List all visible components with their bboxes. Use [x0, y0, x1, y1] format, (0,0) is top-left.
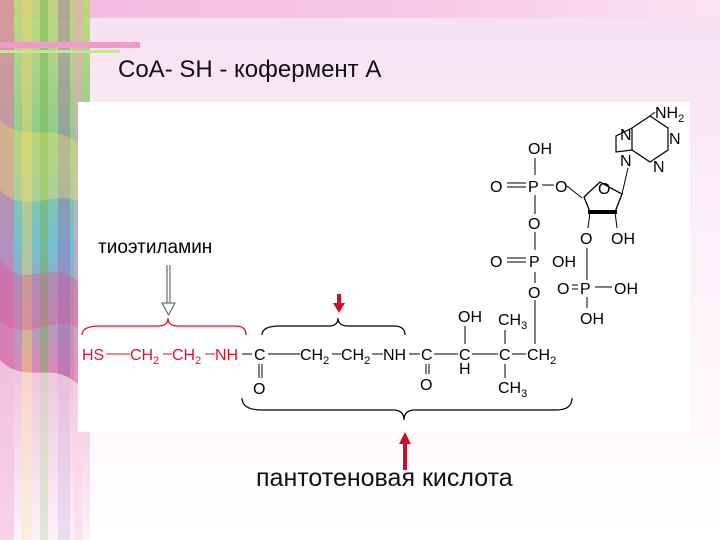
- atom-oh: OH: [614, 281, 638, 298]
- slide-title: CoA- SH - кофермент А: [118, 56, 382, 83]
- atom-ch2: CH2: [300, 347, 329, 367]
- atom-ch2: CH2: [172, 347, 201, 367]
- thio-arrow-head: [161, 302, 176, 317]
- atom-o: O: [528, 285, 540, 302]
- diagram-panel: [78, 102, 690, 432]
- red-arrow-head: [333, 303, 345, 313]
- atom-ch3: CH3: [498, 380, 527, 400]
- bond: [614, 211, 618, 229]
- main-chain: HS CH2 CH2 NH C O CH2 CH2 NH C O C H OH …: [82, 300, 556, 400]
- thioethylamine-brace: [81, 317, 247, 336]
- atom-o: O: [490, 179, 502, 196]
- atom-p: P: [580, 281, 591, 298]
- atom-c: C: [254, 347, 266, 364]
- atom-ch2: CH2: [341, 347, 370, 367]
- pantothenic-arrow-head: [399, 432, 411, 444]
- decor-bar: [0, 42, 140, 48]
- label-thioethylamine: тиоэтиламин: [98, 237, 212, 258]
- atom-n: N: [620, 127, 632, 144]
- atom-p: P: [529, 254, 540, 271]
- atom-o: O: [555, 179, 567, 196]
- atom-oh: OH: [552, 254, 576, 271]
- atom-oh: OH: [528, 141, 552, 158]
- atom-nh: NH: [383, 347, 406, 364]
- pantothenic-acid-brace: [241, 397, 573, 421]
- atom-c: C: [459, 347, 471, 364]
- atom-ch3: CH3: [498, 312, 527, 332]
- atom-c: C: [499, 347, 511, 364]
- label-pantothenic-acid: пантотеновая кислота: [256, 464, 513, 492]
- bond: [587, 211, 591, 229]
- decorative-side-strip: [0, 0, 90, 540]
- atom-n: N: [669, 131, 681, 148]
- bond: [621, 167, 629, 195]
- atom-o: O: [580, 231, 592, 248]
- atom-o: O: [598, 181, 610, 198]
- atom-oh: OH: [580, 311, 604, 328]
- bond: [649, 111, 656, 117]
- atom-nh2: NH2: [655, 105, 684, 125]
- adenine-six-ring: [631, 115, 669, 163]
- atom-ch2: CH2: [527, 347, 556, 367]
- atom-n: N: [620, 153, 632, 170]
- atom-o: O: [528, 216, 540, 233]
- top-decor-band: [0, 0, 720, 18]
- decor-bar: [0, 50, 120, 53]
- atom-o: O: [253, 381, 265, 398]
- atom-o: O: [490, 254, 502, 271]
- atom-o: O: [420, 377, 432, 394]
- atom-h: H: [459, 361, 471, 378]
- atom-c: C: [421, 347, 433, 364]
- phosphate-ribose-adenine: O P O OH O P O OH O O O OH P O OH OH: [490, 105, 684, 328]
- atom-p: P: [528, 179, 539, 196]
- atom-hs: HS: [82, 347, 104, 364]
- atom-o: O: [557, 281, 569, 298]
- atom-n: N: [653, 159, 665, 176]
- atom-ch2: CH2: [130, 347, 159, 367]
- beta-alanine-brace: [261, 317, 406, 336]
- bond: [566, 185, 583, 199]
- atom-oh: OH: [611, 231, 635, 248]
- ribose-ring: [583, 181, 623, 213]
- atom-nh: NH: [215, 347, 238, 364]
- atom-oh: OH: [458, 309, 482, 326]
- adenine-five-ring: [615, 127, 633, 153]
